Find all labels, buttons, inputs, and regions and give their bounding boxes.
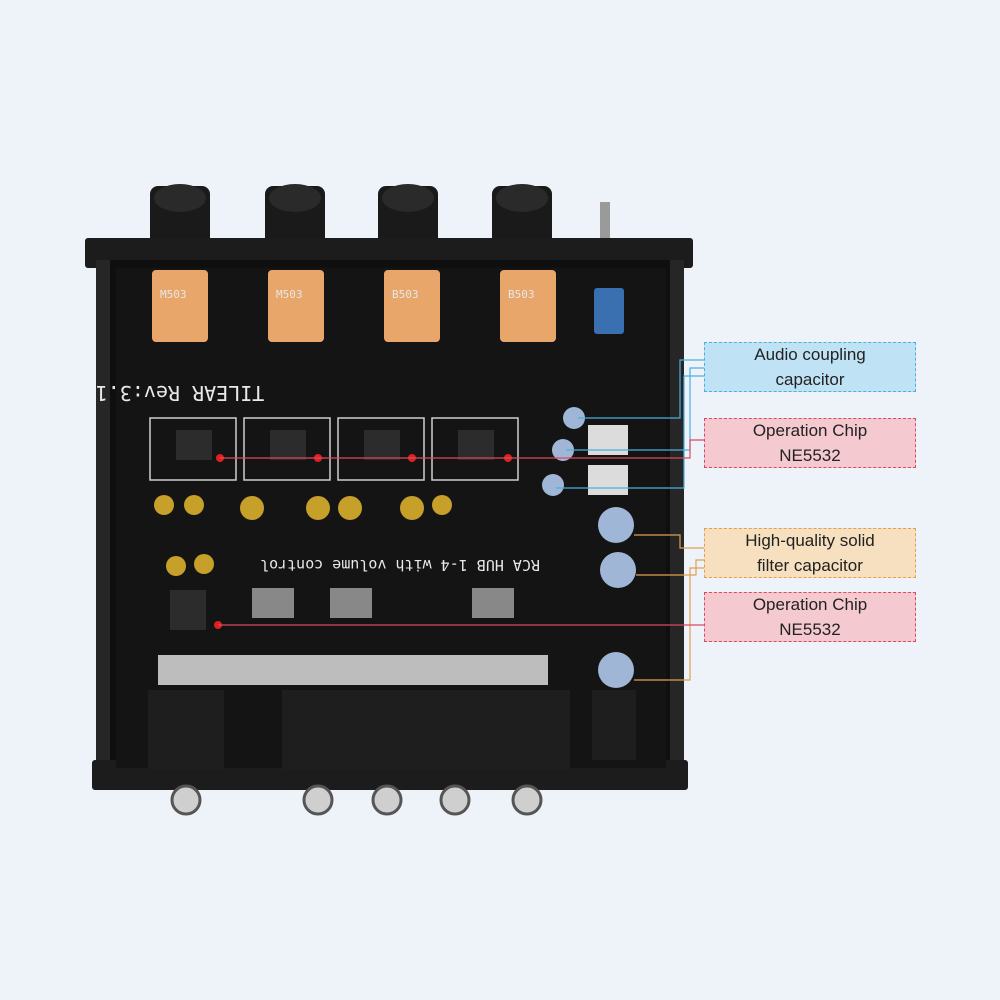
callout-line1: High-quality solid: [745, 531, 875, 550]
rca-plugs: [170, 784, 543, 816]
gold-capacitors: [154, 495, 452, 576]
opamp-modules: [149, 417, 519, 481]
toggle-switch: [594, 288, 624, 334]
callout-line1: Audio coupling: [754, 345, 866, 364]
callout-line2: filter capacitor: [757, 556, 863, 575]
rca-jacks: [148, 690, 636, 770]
opamp-chips: [170, 430, 494, 630]
callout-leaders: [218, 359, 704, 681]
pin-headers: [252, 588, 514, 618]
pot-label-3: B503: [392, 288, 419, 301]
pot-label-1: M503: [160, 288, 187, 301]
callout-line1: Operation Chip: [752, 421, 868, 440]
pot-label-4: B503: [508, 288, 535, 301]
silkscreen-title: TILEAR Rev:3.1: [96, 381, 265, 405]
callout-line2: capacitor: [775, 370, 845, 389]
silkscreen-subtitle: RCA HUB 1-4 with volume control: [260, 556, 540, 574]
potentiometer-knobs: [150, 184, 610, 246]
callout-audio-coupling-capacitor: Audio coupling capacitor: [704, 342, 916, 392]
blue-capacitors: [542, 407, 636, 688]
pot-label-2: M503: [276, 288, 303, 301]
callout-line2: NE5532: [779, 620, 841, 639]
voltage-regulators: [588, 425, 628, 495]
callout-line2: NE5532: [779, 446, 841, 465]
metal-bracket: [158, 655, 548, 685]
potentiometer-bodies: M503 M503 B503 B503: [152, 270, 556, 342]
callout-filter-capacitor: High-quality solid filter capacitor: [704, 528, 916, 578]
callout-line1: Operation Chip: [752, 595, 868, 614]
